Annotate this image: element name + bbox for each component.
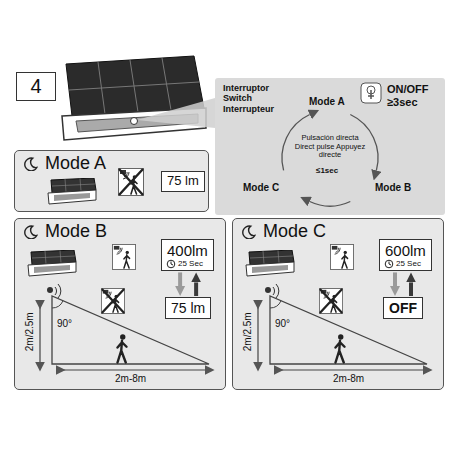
- lumen-box: 400lm25 Sec: [161, 239, 214, 271]
- mode-c-icons: [246, 250, 294, 276]
- mode-a-icons: [119, 169, 144, 196]
- lumen-box: 75 lm: [161, 171, 205, 192]
- label-text: 75 lm: [171, 300, 205, 316]
- switch-icons: [361, 83, 381, 103]
- label-text: 2m-8m: [115, 373, 146, 385]
- solar-lamp: [69, 58, 199, 114]
- mode-c-icons: [330, 245, 353, 270]
- solar-lamp: [76, 114, 198, 132]
- mode-c-icons: [270, 296, 427, 364]
- mode-arrow: [409, 282, 413, 296]
- solar-lamp: [131, 118, 138, 125]
- mode-arrow: [393, 272, 397, 286]
- solar-lamp: [66, 56, 204, 116]
- switch-panel: Interruptor Switch Interrupteur ON/OFF ≥3…: [215, 78, 445, 215]
- mode-b-icons: [56, 369, 205, 370]
- label-text: 90°: [57, 318, 72, 330]
- connector-layer: [180, 272, 411, 296]
- label-text: 2m/2.5m: [23, 312, 35, 351]
- mode-b-icons: [167, 260, 175, 268]
- solar-lamp: [62, 108, 206, 140]
- mode-b-icons: [25, 226, 37, 239]
- switch-icons: [350, 115, 378, 171]
- mode-b-icons: [171, 262, 173, 266]
- mode-arrow: [194, 282, 198, 296]
- mode-panel: Mode C 2m/2.5m 90° 2m-8m 600lm25 SecOFF: [232, 218, 444, 390]
- label-text: ON/OFF ≥3sec: [387, 83, 441, 108]
- mode-b-icons: [39, 300, 40, 362]
- label-text: 2m/2.5m: [241, 312, 253, 351]
- label-text: 75 lm: [167, 174, 199, 189]
- label-text: 4: [22, 75, 50, 98]
- label-text: Mode C: [263, 221, 326, 242]
- mode-c-icons: [243, 226, 427, 370]
- label-text: OFF: [389, 300, 417, 316]
- lumen-box: OFF: [383, 297, 423, 319]
- mode-c-icons: [273, 284, 279, 298]
- mode-c-icons: [319, 288, 342, 313]
- switch-icons: [367, 86, 375, 94]
- mode-b-icons: [52, 296, 209, 364]
- mode-b-icons: [25, 226, 209, 370]
- label-text: 25 Sec: [385, 259, 426, 268]
- label-text: 90°: [275, 318, 290, 330]
- label-text: Mode B: [45, 221, 107, 242]
- label-text: 25 Sec: [167, 259, 208, 268]
- label-text: 600lm: [385, 242, 426, 259]
- switch-icons: [368, 90, 374, 99]
- label-text: Mode A: [309, 96, 345, 108]
- label-text: Pulsación directa Direct pulse Appuyez d…: [294, 134, 366, 160]
- mode-c-icons: [270, 301, 281, 308]
- mode-b-icons: [47, 287, 53, 293]
- label-text: Interruptor Switch Interrupteur: [223, 83, 285, 114]
- mode-c-icons: [243, 226, 255, 239]
- mode-b-icons: [55, 284, 61, 298]
- lumen-box: 75 lm: [165, 297, 211, 319]
- switch-icons: [282, 83, 381, 206]
- mode-c-icons: [385, 260, 393, 268]
- mode-a-icons: [48, 178, 96, 204]
- mode-a-icons: [25, 158, 37, 171]
- lumen-box: 600lm25 Sec: [379, 239, 432, 271]
- mode-c-icons: [274, 369, 423, 370]
- label-text: Mode B: [375, 182, 411, 194]
- label-text: Mode C: [243, 182, 279, 194]
- mode-c-icons: [265, 287, 271, 293]
- step-number: 4: [16, 72, 56, 101]
- mode-a-icons: [25, 158, 144, 204]
- label-text: ≤1sec: [316, 166, 338, 175]
- mode-panel: Mode A 75 lm: [14, 150, 209, 212]
- solar-lamp: [62, 56, 215, 140]
- mode-panel: Mode B 2m/2.5m 90° 2m-8m 400lm25 Sec 75 lm: [14, 218, 226, 390]
- mode-b-icons: [28, 250, 76, 276]
- label-text: 400lm: [167, 242, 208, 259]
- mode-b-icons: [101, 288, 124, 313]
- label-text: Mode A: [45, 153, 106, 174]
- solar-lamp: [137, 98, 215, 128]
- switch-icons: [310, 202, 351, 207]
- mode-c-icons: [336, 334, 345, 362]
- mode-c-icons: [389, 262, 391, 266]
- mode-b-icons: [112, 245, 135, 270]
- mode-arrow: [178, 272, 182, 286]
- mode-b-icons: [52, 301, 63, 308]
- mode-b-icons: [118, 334, 127, 362]
- mode-c-icons: [257, 300, 258, 362]
- label-text: 2m-8m: [333, 373, 364, 385]
- switch-icons: [282, 115, 310, 171]
